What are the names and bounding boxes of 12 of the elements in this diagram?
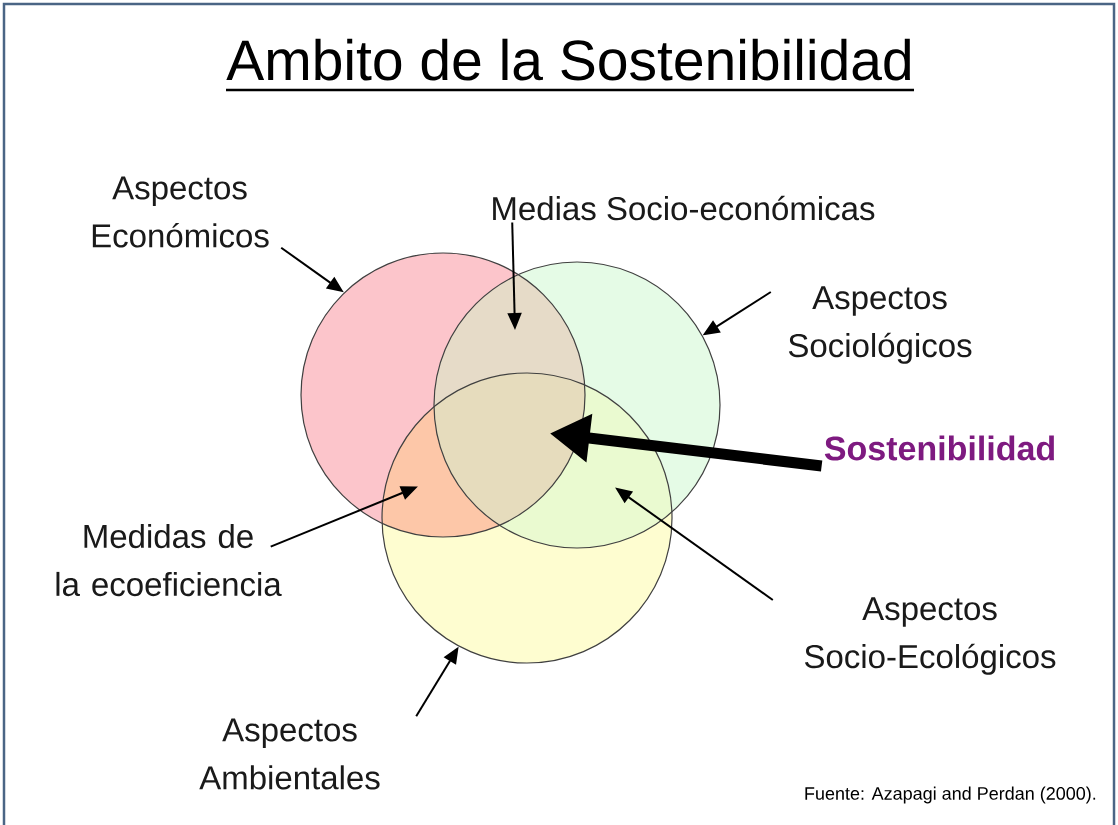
circle	[433, 261, 721, 549]
source-note: Fuente: Azapagi and Perdan (2000).	[805, 786, 1096, 804]
aspect-label: Medias Socio-económicas	[493, 195, 875, 221]
aspect-label: Medidas de la ecoeficiencia	[56, 523, 282, 597]
aspect-label: Aspectos Ambientales	[199, 718, 380, 790]
title: Ambito de la Sostenibilidad	[226, 38, 910, 81]
aspect-label: Aspectos Económicos	[92, 176, 269, 248]
aspect-label: Aspectos Socio-Ecológicos	[804, 597, 1056, 675]
sustainability-label: Sostenibilidad	[824, 435, 1054, 461]
circle	[381, 372, 673, 664]
aspect-label: Aspectos Sociológicos	[788, 286, 972, 364]
circle	[300, 252, 586, 538]
